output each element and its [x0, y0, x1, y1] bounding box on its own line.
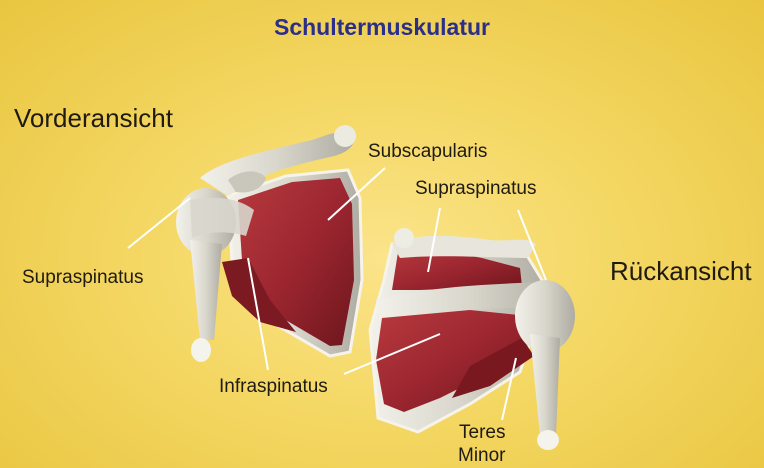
label-supraspinatus-back: Supraspinatus [415, 176, 536, 201]
label-infraspinatus: Infraspinatus [219, 374, 328, 399]
front-shoulder [176, 125, 362, 362]
back-humerus [530, 334, 560, 436]
label-minor: Minor [458, 443, 506, 468]
label-subscapularis: Subscapularis [368, 139, 487, 164]
label-teres: Teres [459, 420, 505, 445]
subscapularis-muscle [238, 178, 354, 346]
label-supraspinatus-front: Supraspinatus [22, 265, 143, 290]
back-shoulder [370, 228, 575, 450]
front-humerus [190, 240, 222, 340]
